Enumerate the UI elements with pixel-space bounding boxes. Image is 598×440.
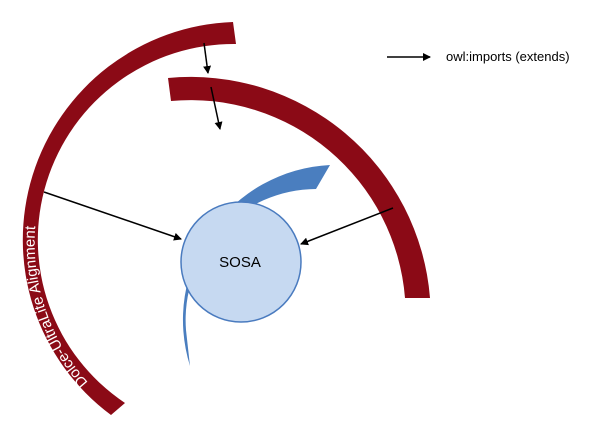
legend: owl:imports (extends) — [387, 49, 570, 64]
edge-som-to-sosa — [300, 207, 394, 246]
edge-dul-to-som — [203, 42, 212, 74]
dul-alignment-arc — [22, 22, 236, 415]
sosa-node — [180, 201, 302, 323]
edge-som-to-ssn — [210, 86, 223, 130]
ssn-arc — [182, 165, 330, 366]
som-alignment-arc — [168, 76, 430, 298]
sosa-label: SOSA — [219, 254, 261, 271]
legend-label: owl:imports (extends) — [446, 49, 570, 64]
edge-dul-to-sosa — [43, 191, 182, 241]
